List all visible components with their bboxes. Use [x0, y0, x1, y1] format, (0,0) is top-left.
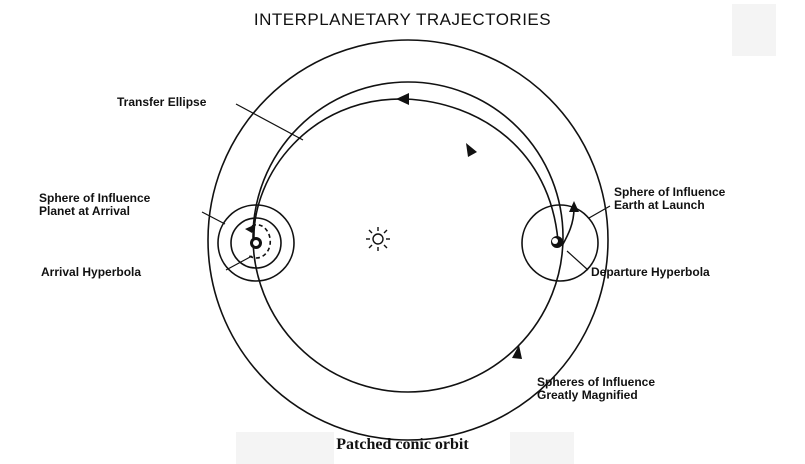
arrow-departure-hyperbola [569, 201, 579, 212]
leader-transfer-ellipse [235, 103, 304, 141]
label-soi-magnified-1: Spheres of Influence [537, 375, 655, 389]
arrival-hyperbola-path [247, 224, 272, 259]
leader-soi-planet [201, 211, 226, 225]
scan-smudge-top-right [732, 4, 776, 56]
label-soi-planet-1: Sphere of Influence [39, 191, 151, 205]
arrow-transfer-top [396, 93, 409, 105]
arrow-inner-orbit [466, 143, 477, 157]
scan-smudge-bottom-left [236, 432, 334, 464]
diagram-caption: Patched conic orbit [336, 436, 469, 453]
arrow-arrival-hyperbola [245, 224, 256, 233]
label-arrival-hyperbola: Arrival Hyperbola [41, 265, 141, 279]
label-transfer-ellipse: Transfer Ellipse [117, 95, 207, 109]
arrival-planet [250, 237, 262, 249]
diagram-title: INTERPLANETARY TRAJECTORIES [253, 10, 552, 29]
earth-planet [551, 236, 563, 248]
leader-arrival-hyperbola [225, 255, 253, 271]
label-soi-earth-1: Sphere of Influence [614, 185, 726, 199]
leader-departure-hyperbola [566, 250, 589, 271]
scan-smudge-bottom-right [510, 432, 574, 464]
leader-soi-earth [588, 205, 611, 219]
outer-orbit [207, 39, 609, 441]
inner-orbit [252, 81, 564, 393]
label-soi-magnified-2: Greatly Magnified [537, 388, 638, 402]
departure-sphere [521, 204, 599, 282]
arrival-sphere-outer [217, 204, 295, 282]
label-departure-hyperbola: Departure Hyperbola [591, 265, 710, 279]
transfer-ellipse-path [253, 98, 559, 242]
label-soi-planet-2: Planet at Arrival [39, 204, 130, 218]
sun-icon [366, 227, 390, 251]
label-soi-earth-2: Earth at Launch [614, 198, 705, 212]
departure-hyperbola-path [561, 207, 575, 247]
arrow-outer-orbit [512, 345, 522, 359]
